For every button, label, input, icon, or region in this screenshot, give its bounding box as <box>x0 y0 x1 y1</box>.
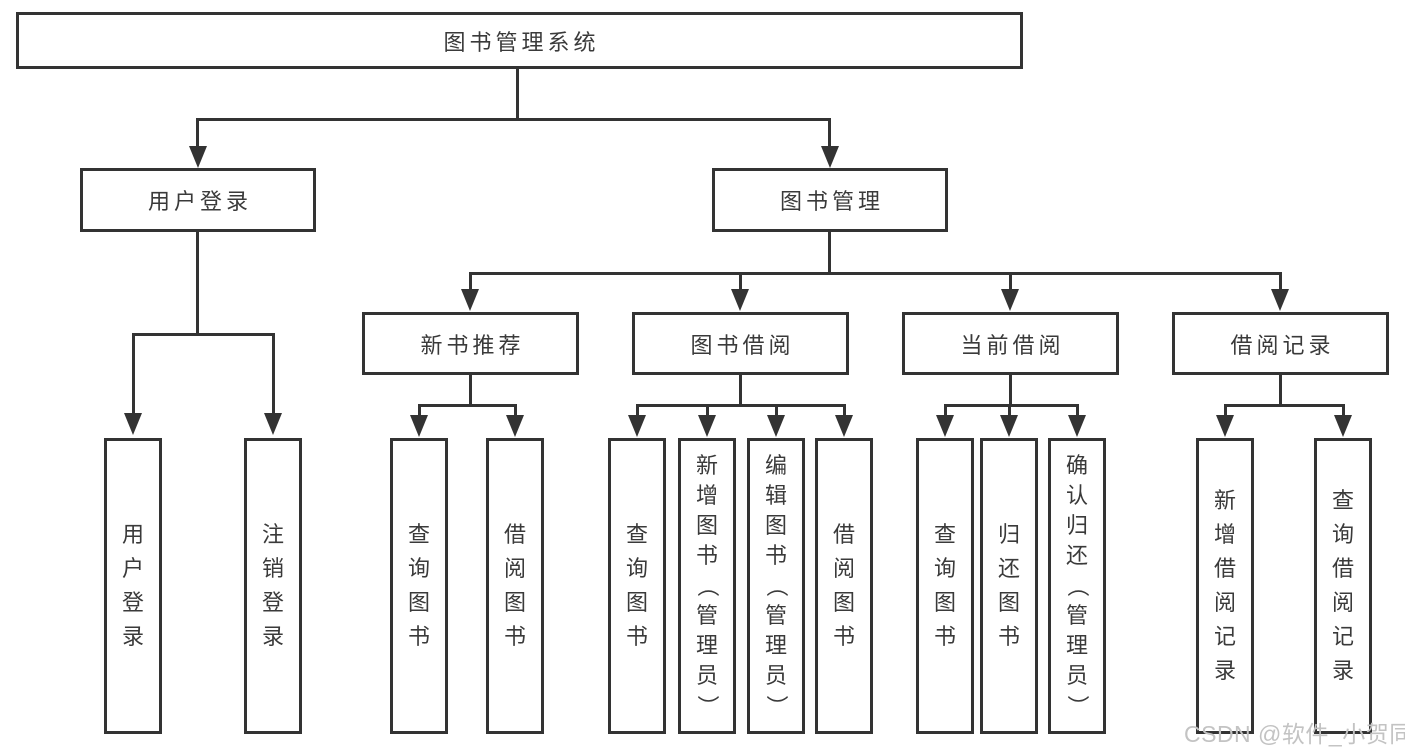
arrow-down-icon <box>410 415 428 437</box>
connector-vline <box>1008 375 1012 404</box>
connector-vline <box>1223 407 1227 416</box>
arrow-down-icon <box>1334 415 1352 437</box>
connector-vline <box>1007 407 1011 416</box>
node-logout: 注销登录 <box>244 438 302 734</box>
arrow-down-icon <box>506 415 524 437</box>
connector-vline <box>513 407 517 416</box>
connector-hline <box>196 118 831 121</box>
node-user-login-branch: 用户登录 <box>80 168 316 232</box>
node-edit-book-admin: 编辑图书（管理员） <box>747 438 805 734</box>
connector-vline <box>196 121 199 146</box>
arrow-down-icon <box>936 415 954 437</box>
node-label: 查询图书 <box>933 522 956 649</box>
node-label: 当前借阅 <box>960 332 1065 358</box>
node-label: 新书推荐 <box>420 332 525 358</box>
arrow-down-icon <box>461 289 479 311</box>
node-user-login-leaf: 用户登录 <box>104 438 162 734</box>
node-borrowing-records: 借阅记录 <box>1172 312 1389 375</box>
node-book-management: 图书管理 <box>712 168 948 232</box>
node-label: 新增借阅记录 <box>1213 488 1236 683</box>
arrow-down-icon <box>1216 415 1234 437</box>
arrow-down-icon <box>731 289 749 311</box>
arrow-down-icon <box>767 415 785 437</box>
node-label: 图书借阅 <box>690 332 795 358</box>
node-label: 查询图书 <box>407 522 430 649</box>
arrow-down-icon <box>698 415 716 437</box>
arrow-down-icon <box>1000 415 1018 437</box>
node-confirm-return-admin: 确认归还（管理员） <box>1048 438 1106 734</box>
node-current-borrowing: 当前借阅 <box>902 312 1119 375</box>
node-label: 编辑图书（管理员） <box>764 453 789 717</box>
node-label: 用户登录 <box>147 189 252 214</box>
node-add-book-admin: 新增图书（管理员） <box>678 438 736 734</box>
connector-vline <box>1075 407 1079 416</box>
connector-vline <box>196 232 199 333</box>
arrow-down-icon <box>1271 289 1289 311</box>
node-label: 借阅图书 <box>503 522 526 649</box>
connector-vline <box>131 336 135 413</box>
connector-vline <box>943 407 947 416</box>
connector-hline <box>635 404 846 407</box>
node-query-books-2: 查询图书 <box>608 438 666 734</box>
connector-vline <box>842 407 846 416</box>
arrow-down-icon <box>264 413 282 435</box>
connector-vline <box>738 275 742 289</box>
node-label: 图书管理 <box>779 189 884 214</box>
connector-vline <box>1278 375 1282 404</box>
node-label: 新增图书（管理员） <box>695 453 720 717</box>
connector-vline <box>417 407 421 416</box>
connector-vline <box>774 407 778 416</box>
node-book-borrowing: 图书借阅 <box>632 312 849 375</box>
connector-vline <box>1008 275 1012 289</box>
arrow-down-icon <box>820 146 839 168</box>
node-label: 归还图书 <box>997 522 1020 649</box>
connector-hline <box>417 404 517 407</box>
connector-vline <box>828 121 831 146</box>
connector-vline <box>635 407 639 416</box>
node-return-books: 归还图书 <box>980 438 1038 734</box>
connector-vline <box>1278 275 1282 289</box>
node-label: 确认归还（管理员） <box>1065 453 1090 717</box>
connector-vline <box>828 232 831 272</box>
node-borrow-books-2: 借阅图书 <box>815 438 873 734</box>
arrow-down-icon <box>835 415 853 437</box>
node-add-borrow-record: 新增借阅记录 <box>1196 438 1254 734</box>
node-borrow-books-1: 借阅图书 <box>486 438 544 734</box>
node-new-book-recommendation: 新书推荐 <box>362 312 579 375</box>
connector-vline <box>738 375 742 404</box>
connector-hline <box>1223 404 1345 407</box>
node-query-books-3: 查询图书 <box>916 438 974 734</box>
arrow-down-icon <box>628 415 646 437</box>
node-label: 借阅记录 <box>1230 332 1335 358</box>
node-label: 注销登录 <box>261 522 284 649</box>
connector-vline <box>468 275 472 289</box>
connector-hline <box>468 272 1282 275</box>
node-query-borrow-record: 查询借阅记录 <box>1314 438 1372 734</box>
connector-vline <box>468 375 472 404</box>
watermark: CSDN @软件_小贺同学 <box>1184 721 1405 747</box>
connector-vline <box>271 336 275 413</box>
node-query-books-1: 查询图书 <box>390 438 448 734</box>
arrow-down-icon <box>1001 289 1019 311</box>
arrow-down-icon <box>124 413 142 435</box>
node-label: 图书管理系统 <box>443 29 600 55</box>
node-label: 借阅图书 <box>832 522 855 649</box>
connector-hline <box>943 404 1079 407</box>
connector-vline <box>516 69 519 118</box>
node-label: 查询图书 <box>625 522 648 649</box>
node-library-management-system: 图书管理系统 <box>16 12 1023 69</box>
arrow-down-icon <box>188 146 207 168</box>
connector-vline <box>705 407 709 416</box>
node-label: 用户登录 <box>121 522 144 649</box>
arrow-down-icon <box>1068 415 1086 437</box>
connector-hline <box>131 333 275 336</box>
connector-vline <box>1341 407 1345 416</box>
node-label: 查询借阅记录 <box>1331 488 1354 683</box>
